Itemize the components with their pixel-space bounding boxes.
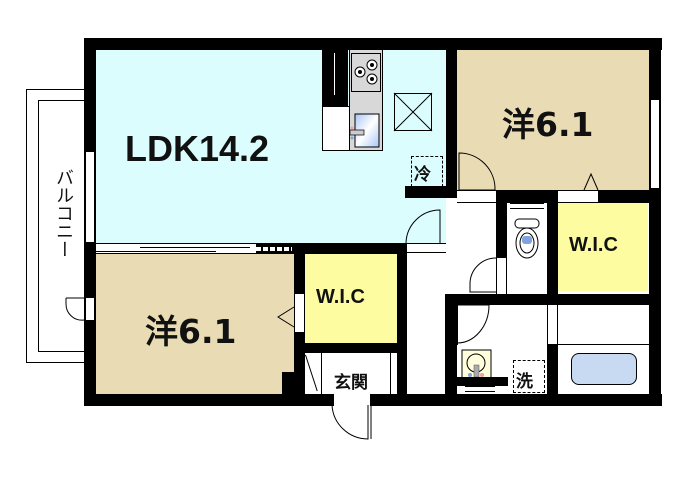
door-swing-icon xyxy=(583,172,599,191)
washbasin-icon xyxy=(461,349,492,382)
entrance-area xyxy=(305,353,397,394)
door-swing-icon xyxy=(277,306,295,328)
entrance-door[interactable] xyxy=(333,394,371,406)
toilet-icon xyxy=(514,218,540,259)
door-western-wic[interactable] xyxy=(294,294,305,332)
refrigerator-label: 冷 xyxy=(414,165,431,185)
kitchen-cabinet[interactable] xyxy=(322,106,350,151)
wic-right xyxy=(558,203,648,291)
wall-wic-bottom xyxy=(294,343,407,353)
wall-top xyxy=(84,38,662,50)
sliding-door-ldk-western[interactable] xyxy=(96,243,256,254)
western-bottom-left-label: 洋6.1 xyxy=(145,312,237,351)
door-western-wic-right[interactable] xyxy=(558,190,598,203)
bathtub-icon xyxy=(571,353,637,385)
washing-machine-space xyxy=(513,360,545,393)
window-right-room xyxy=(650,100,660,188)
wall-ldk-fridge xyxy=(405,186,457,198)
wall-vent xyxy=(256,247,292,251)
ldk-room xyxy=(96,50,446,243)
door-swing-icon xyxy=(331,404,372,440)
wall-western-top xyxy=(256,243,406,254)
toilet-door[interactable] xyxy=(496,258,507,294)
wall-hall-right xyxy=(496,190,507,294)
wall-right xyxy=(649,38,661,406)
wash-window xyxy=(465,386,495,392)
balcony-label: バルコニー xyxy=(53,168,74,258)
wall-wic-right xyxy=(397,243,407,406)
wall-bottom xyxy=(84,394,662,406)
wall-wash-divider xyxy=(547,344,558,406)
window-left-ldk xyxy=(85,152,95,242)
toilet-window xyxy=(510,203,544,209)
refrigerator-space xyxy=(411,156,443,187)
door-left-western xyxy=(85,298,95,320)
ldk-label: LDK14.2 xyxy=(125,128,270,169)
door-swing-icon xyxy=(65,297,85,321)
wic-center-label: W.I.C xyxy=(316,286,365,308)
door-ldk-hall[interactable] xyxy=(406,243,446,253)
wall-western-corner xyxy=(282,372,294,394)
western-room-bottom-left xyxy=(96,254,294,394)
door-swing-icon xyxy=(469,257,497,293)
door-swing-icon xyxy=(456,304,490,344)
wic-right-label: W.I.C xyxy=(569,234,618,256)
western-top-right-label: 洋6.1 xyxy=(502,105,594,144)
wall-wash-left xyxy=(445,294,457,406)
western-room-top-right xyxy=(457,50,649,190)
wall-hall-left xyxy=(405,253,407,394)
wall-washbasin xyxy=(457,377,508,386)
sink-icon xyxy=(349,113,380,148)
door-swing-icon xyxy=(405,209,441,244)
door-western-tr[interactable] xyxy=(457,190,496,203)
wall-ldk-right xyxy=(446,38,457,194)
balcony-inner xyxy=(38,100,86,352)
kitchen-window xyxy=(333,52,336,96)
stove-icon xyxy=(351,53,381,92)
wall-toilet-right xyxy=(547,190,558,304)
entrance-label: 玄関 xyxy=(334,373,368,393)
balcony-outer xyxy=(26,89,86,363)
wic-center xyxy=(305,254,397,343)
storage-x-icon xyxy=(393,92,433,132)
wall-wash-top xyxy=(445,294,661,305)
door-swing-icon xyxy=(458,152,496,191)
washroom-door[interactable] xyxy=(457,305,497,308)
washing-machine-label: 洗 xyxy=(516,372,533,392)
wall-ldk-bottom xyxy=(84,243,96,254)
